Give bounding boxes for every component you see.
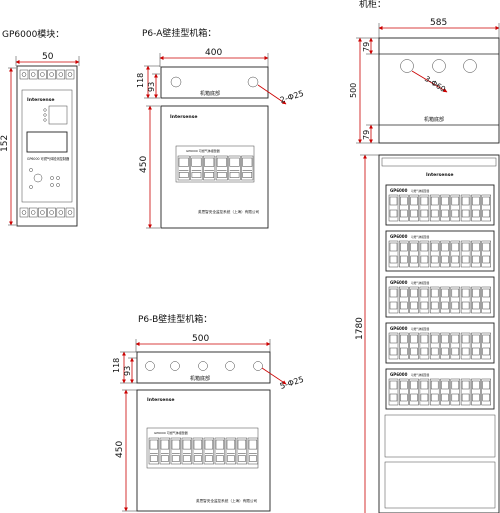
- rack-label: GP6000: [390, 280, 408, 285]
- module-slot: [236, 437, 248, 465]
- p6b-panel-title: GP6000 可燃气体报警器: [154, 430, 188, 435]
- module-slot: [192, 437, 204, 465]
- rack-label: GP6000: [390, 188, 408, 193]
- p6a-panel-title: GP6000 可燃气体报警器: [186, 148, 220, 153]
- p6b-dim-depth2: 93: [123, 366, 132, 376]
- module-slot: [215, 155, 228, 181]
- p6a-dim-height: 450: [139, 156, 149, 173]
- title-p6b: P6-B壁挂型机箱：: [138, 313, 212, 325]
- p6a-hole-label: 2-Φ25: [279, 89, 305, 105]
- module-slot: [247, 437, 259, 465]
- cabinet-dim-depth: 500: [349, 83, 358, 98]
- module-slot: [203, 437, 215, 465]
- gp6000-model: GP6000 可燃气体检测控制器: [27, 156, 70, 161]
- module-slot: [170, 437, 182, 465]
- rack-label: GP6000: [390, 234, 408, 239]
- p6b-box: 500 机箱底部 5-Φ25 118 93 Intersense GP6000 …: [112, 334, 305, 512]
- p6b-hole-label: 5-Φ25: [279, 375, 305, 391]
- module-slot: [241, 155, 254, 181]
- rack-sub: 可燃气体报警器: [411, 281, 430, 285]
- module-slot: [177, 155, 190, 181]
- p6b-bottom-label: 机箱底部: [190, 375, 210, 382]
- cabinet: 585 3-Φ60 机箱底部 79 500 79 Intersense GP60…: [349, 18, 500, 513]
- module-slot: [214, 437, 226, 465]
- cabinet-bottom-label: 机箱底部: [424, 116, 444, 123]
- p6b-brand: Intersense: [147, 397, 175, 403]
- cabinet-dim-height: 1780: [355, 317, 365, 340]
- module-slot: [203, 155, 216, 181]
- p6a-bottom-label: 机箱底部: [200, 90, 220, 97]
- module-slot: [228, 155, 241, 181]
- title-cabinet: 机柜：: [359, 0, 386, 10]
- rack-label: GP6000: [390, 372, 408, 377]
- rack-sub: 可燃气体报警器: [411, 189, 430, 193]
- p6b-dim-height: 450: [115, 441, 125, 458]
- p6a-brand: Intersense: [170, 114, 198, 120]
- gp6000-dim-width: 50: [42, 52, 54, 62]
- title-gp6000: GP6000模块：: [2, 28, 64, 40]
- rack-sub: 可燃气体报警器: [411, 235, 430, 239]
- p6a-dim-depth: 118: [136, 73, 145, 88]
- module-slot: [225, 437, 237, 465]
- p6b-dim-width: 500: [192, 334, 209, 344]
- title-p6a: P6-A壁挂型机箱：: [142, 27, 216, 39]
- gp6000-brand: Intersense: [27, 97, 55, 103]
- module-slot: [190, 155, 203, 181]
- rack-sub: 可燃气体报警器: [411, 373, 430, 377]
- p6a-dim-depth2: 93: [147, 82, 156, 92]
- cabinet-dim-top: 79: [362, 42, 371, 52]
- rack-sub: 可燃气体报警器: [411, 327, 430, 331]
- p6a-dim-width: 400: [205, 48, 222, 58]
- gp6000-dim-height: 152: [0, 135, 10, 152]
- module-slot: [148, 437, 160, 465]
- p6b-company: 英思智安全监控系统（上海）有限公司: [196, 498, 257, 503]
- p6a-company: 英思智安全监控系统（上海）有限公司: [198, 209, 259, 214]
- p6b-dim-depth: 118: [112, 358, 121, 373]
- module-slot: [181, 437, 193, 465]
- gp6000-module: 50 152 Intersense GP6000 可燃气体检测控制器: [0, 52, 80, 227]
- p6a-box: 400 机箱底部 2-Φ25 118 93 Intersense GP6000 …: [136, 48, 305, 229]
- cabinet-brand: Intersense: [426, 172, 454, 178]
- rack-label: GP6000: [390, 326, 408, 331]
- module-slot: [159, 437, 171, 465]
- cabinet-dim-bottom: 79: [362, 130, 371, 140]
- cabinet-dim-width: 585: [430, 18, 447, 28]
